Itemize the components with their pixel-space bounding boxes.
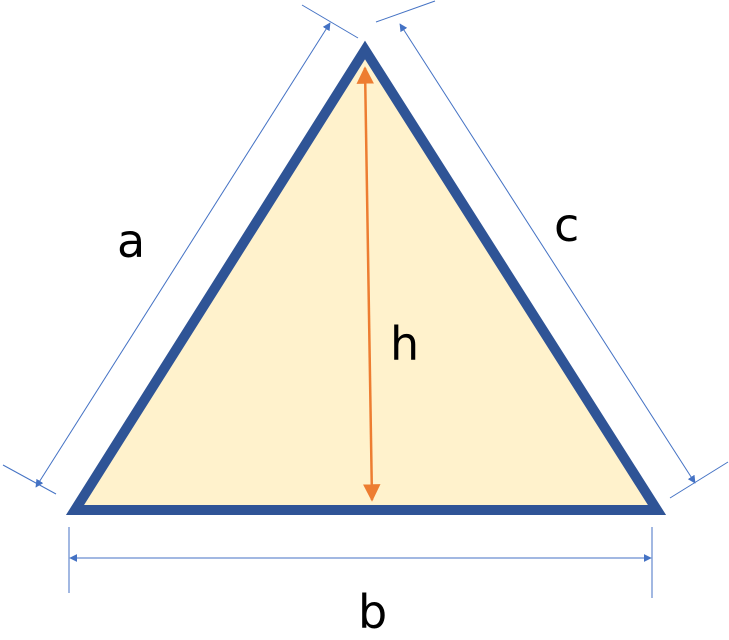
label-c: c (554, 198, 579, 252)
height-arrow (356, 66, 381, 502)
label-b: b (358, 585, 387, 639)
extension-line-a-bottom (2, 464, 57, 495)
dimension-line-a (35, 22, 331, 488)
extension-line-c-top (375, 0, 436, 23)
extension-line-a-top (301, 4, 359, 39)
label-h: h (390, 317, 419, 371)
extension-line-c-bottom (669, 461, 729, 499)
dimension-line-c (399, 23, 696, 484)
label-a: a (117, 214, 145, 268)
